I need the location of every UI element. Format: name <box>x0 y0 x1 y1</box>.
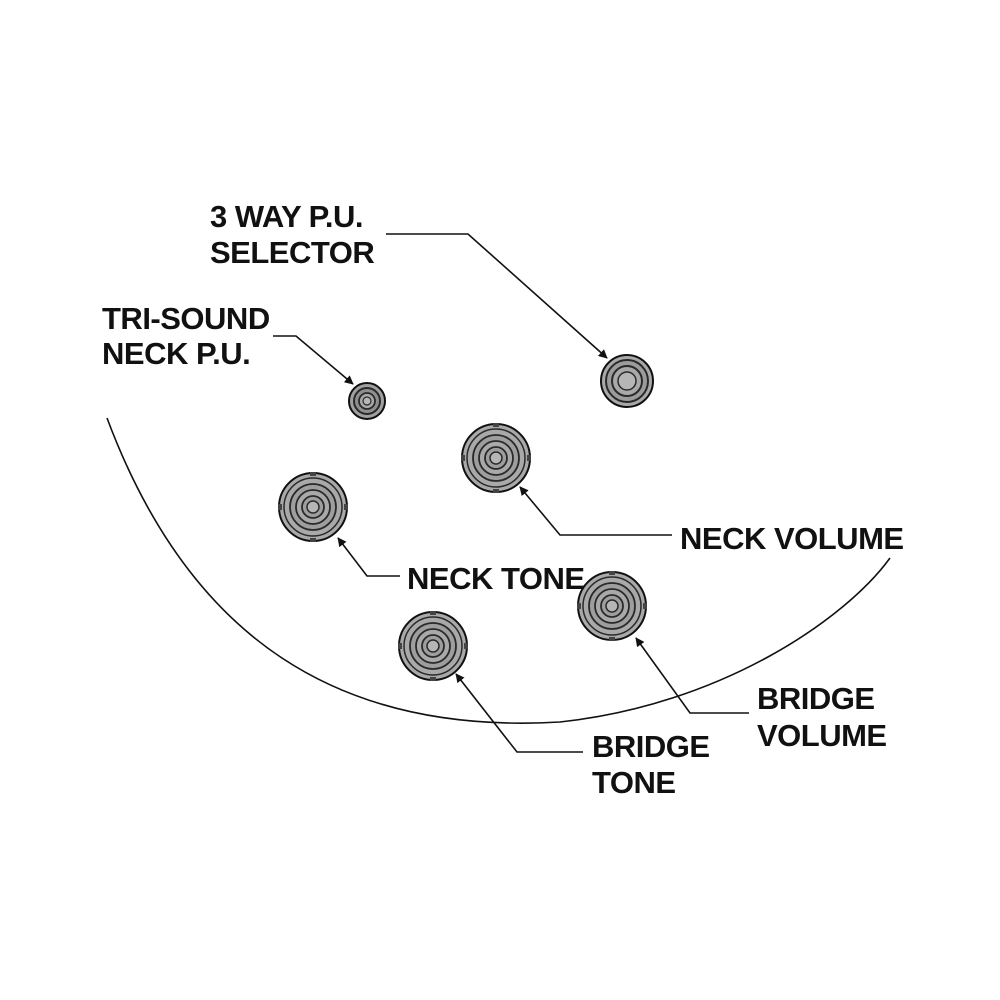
selector-leader <box>386 233 608 359</box>
neck-tone-label: NECK TONE <box>407 561 585 596</box>
bridge-volume-label: BRIDGE VOLUME <box>757 681 887 753</box>
neck-volume-knob <box>461 423 531 493</box>
bridge-tone-label-line-1: BRIDGE <box>592 729 710 764</box>
tri-sound-label-line-2: NECK P.U. <box>102 336 250 371</box>
tri-sound-label: TRI-SOUND NECK P.U. <box>102 301 278 371</box>
guitar-body-outline <box>106 417 891 724</box>
neck-tone-leader <box>337 537 400 577</box>
selector-label: 3 WAY P.U. SELECTOR <box>210 199 374 270</box>
selector-switch <box>600 354 654 408</box>
selector-label-line-2: SELECTOR <box>210 235 374 270</box>
selector-label-line-1: 3 WAY P.U. <box>210 199 363 234</box>
tri-sound-switch <box>348 382 386 420</box>
tri-sound-leader <box>273 335 354 385</box>
neck-volume-leader <box>519 486 672 536</box>
bridge-tone-label-line-2: TONE <box>592 765 676 800</box>
neck-volume-label: NECK VOLUME <box>680 521 904 556</box>
bridge-volume-label-line-2: VOLUME <box>757 718 887 753</box>
bridge-volume-leader <box>635 637 749 714</box>
neck-volume-label-line-1: NECK VOLUME <box>680 521 904 556</box>
neck-tone-knob <box>278 472 348 542</box>
bridge-volume-label-line-1: BRIDGE <box>757 681 875 716</box>
bridge-tone-knob <box>398 611 468 681</box>
bridge-tone-leader <box>455 673 583 753</box>
bridge-volume-knob <box>577 571 647 641</box>
neck-tone-label-line-1: NECK TONE <box>407 561 585 596</box>
bridge-tone-label: BRIDGE TONE <box>592 729 718 800</box>
tri-sound-label-line-1: TRI-SOUND <box>102 301 270 336</box>
